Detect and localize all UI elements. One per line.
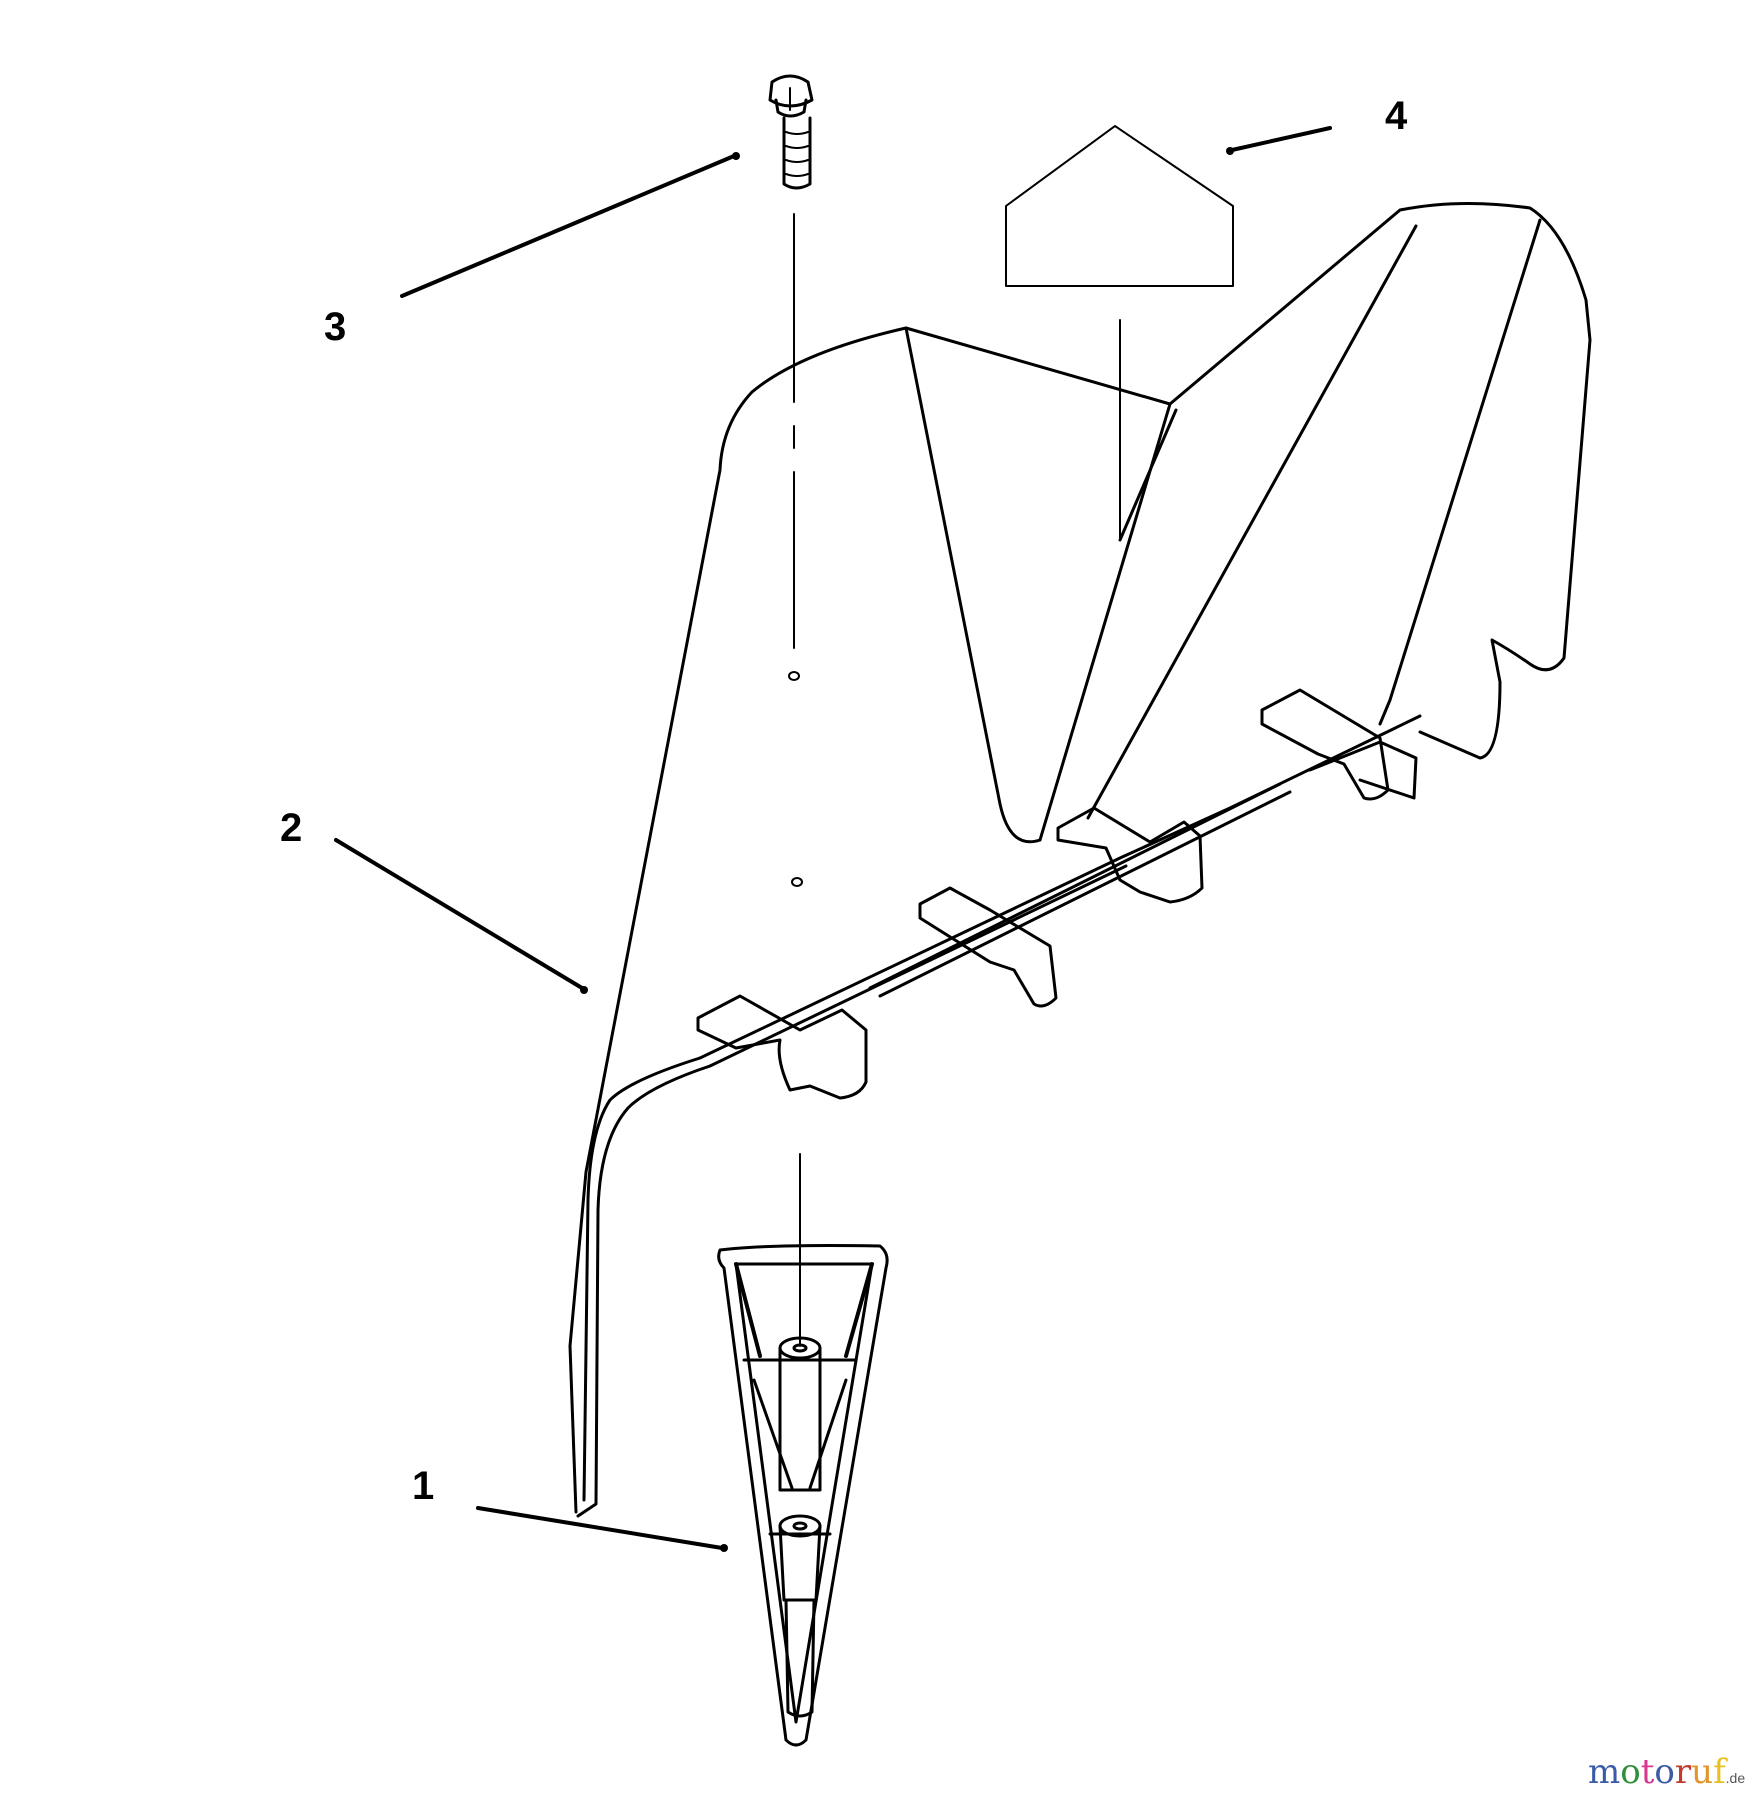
callout-2: 2 bbox=[280, 806, 303, 850]
callout-4: 4 bbox=[1385, 94, 1408, 138]
watermark-logo: motoruf.de bbox=[1588, 1752, 1745, 1792]
wm-letter: u bbox=[1691, 1752, 1714, 1792]
wm-letter: o bbox=[1654, 1752, 1675, 1792]
bracket-icon bbox=[717, 1244, 889, 1747]
deflector-chute-icon bbox=[568, 201, 1592, 1518]
callout-3: 3 bbox=[324, 305, 347, 349]
wm-letter: f bbox=[1713, 1752, 1726, 1792]
bolt-icon bbox=[768, 74, 814, 190]
wm-letter: t bbox=[1640, 1752, 1655, 1792]
leader-lines bbox=[334, 126, 1332, 1550]
wm-letter: o bbox=[1620, 1752, 1641, 1792]
wm-letter: m bbox=[1588, 1752, 1621, 1792]
decal-icon bbox=[1005, 125, 1234, 541]
wm-suffix: .de bbox=[1725, 1770, 1746, 1786]
callout-1: 1 bbox=[412, 1464, 435, 1508]
wm-letter: r bbox=[1674, 1752, 1692, 1792]
